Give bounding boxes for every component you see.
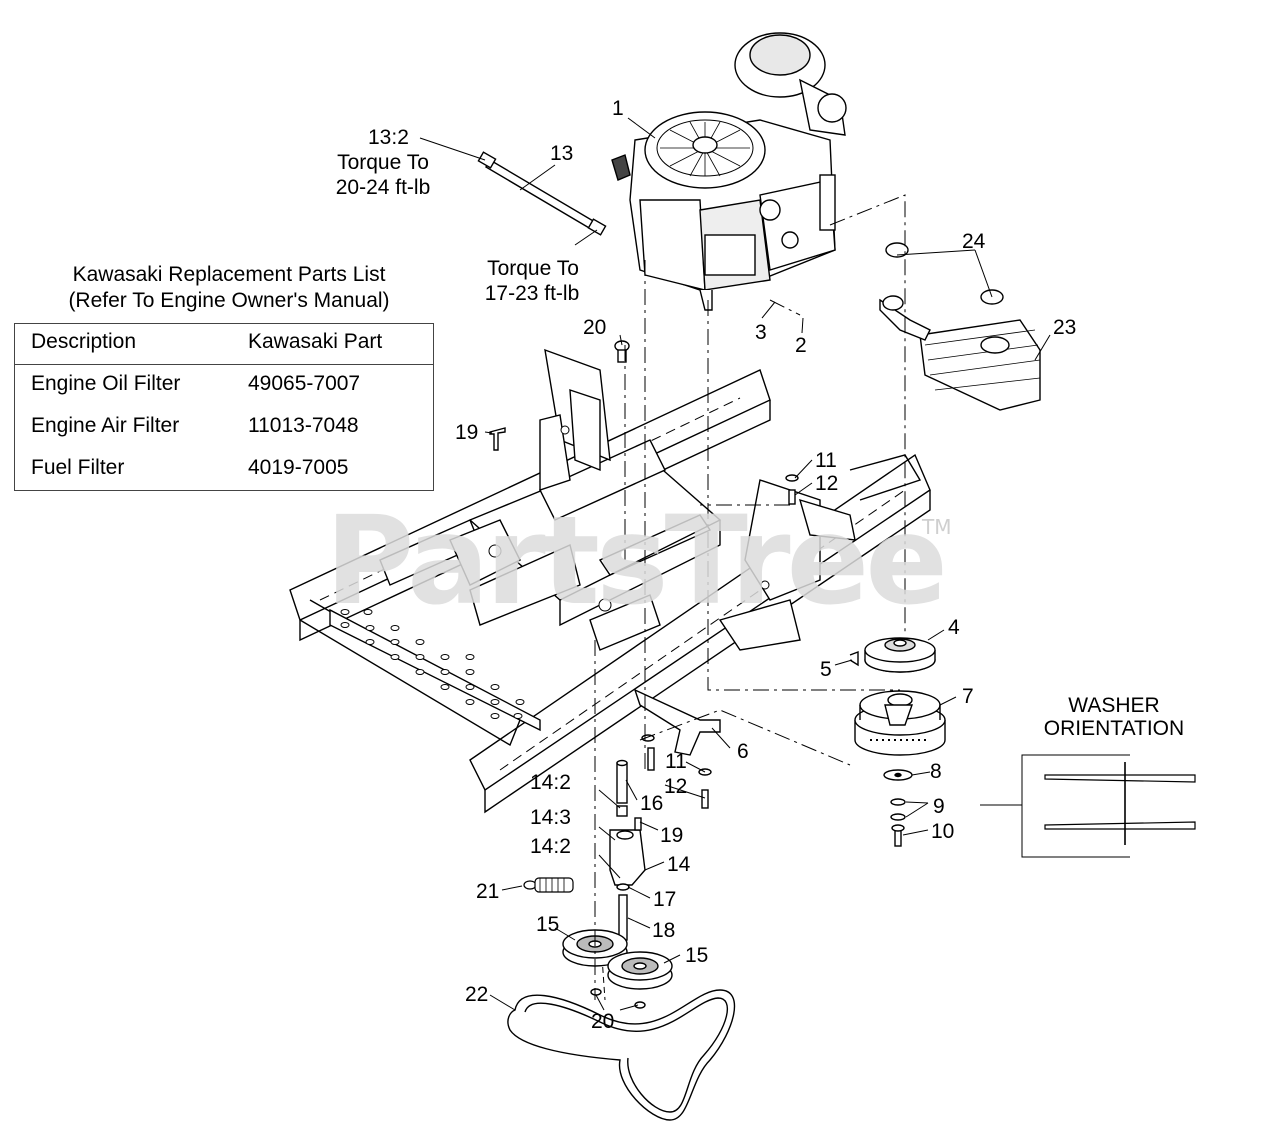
callout-18: 18 <box>652 919 676 942</box>
header-description: Description <box>31 330 137 353</box>
row-part-number: 4019-7005 <box>248 456 349 479</box>
callout-12: 12 <box>664 775 688 798</box>
callout-6: 6 <box>737 740 749 763</box>
washer-orientation-line2: ORIENTATION <box>1043 717 1185 740</box>
callout-10: 10 <box>931 820 955 843</box>
row-part-number: 49065-7007 <box>248 372 361 395</box>
callout-14-2: 14:2 <box>530 835 571 858</box>
callout-13: 13 <box>550 142 574 165</box>
callout-9: 9 <box>933 795 945 818</box>
callout-15: 15 <box>536 913 560 936</box>
muffler <box>879 242 1041 411</box>
callout-14: 14 <box>667 853 691 876</box>
washer-orientation-figure <box>1044 762 1196 845</box>
callout-13-2: 13:2 <box>368 126 409 149</box>
callout-20: 20 <box>591 1010 615 1033</box>
washer-orientation-line1: WASHER <box>1068 694 1160 717</box>
callout-22: 22 <box>465 983 489 1006</box>
idler-pulleys <box>562 929 673 1009</box>
callout-1: 1 <box>612 97 624 120</box>
fuel-line <box>477 151 607 236</box>
parts-list-title-line1: Kawasaki Replacement Parts List <box>72 263 386 286</box>
leader-lines <box>419 117 1130 1011</box>
callout-4: 4 <box>948 616 960 639</box>
torque-note-lower-line1: Torque To <box>487 257 579 280</box>
callout-3: 3 <box>755 321 767 344</box>
callout-21: 21 <box>476 880 500 903</box>
header-kawasaki-part: Kawasaki Part <box>248 330 383 353</box>
callout-16: 16 <box>640 792 664 815</box>
callout-24: 24 <box>962 230 986 253</box>
callout-14-3: 14:3 <box>530 806 571 829</box>
row-description: Engine Oil Filter <box>31 372 181 395</box>
alignment-lines <box>594 194 906 1000</box>
torque-note-upper-line2: 20-24 ft-lb <box>335 176 431 199</box>
watermark-trademark: TM <box>922 515 952 539</box>
callout-23: 23 <box>1053 316 1077 339</box>
callout-12: 12 <box>815 472 839 495</box>
callout-7: 7 <box>962 685 974 708</box>
callout-5: 5 <box>820 658 832 681</box>
callout-20: 20 <box>583 316 607 339</box>
header-divider <box>15 364 433 365</box>
torque-note-upper-line1: Torque To <box>337 151 429 174</box>
parts-list-title: Kawasaki Replacement Parts List (Refer T… <box>14 262 444 314</box>
callout-8: 8 <box>930 760 942 783</box>
watermark: PartsTree <box>325 490 948 632</box>
frame-holes <box>340 425 770 719</box>
torque-note-lower-line2: 17-23 ft-lb <box>484 282 580 305</box>
parts-list-table: Description Kawasaki Part Engine Oil Fil… <box>14 323 434 491</box>
parts-list-title-line2: (Refer To Engine Owner's Manual) <box>68 289 390 312</box>
callout-19: 19 <box>455 421 479 444</box>
spring <box>523 877 574 893</box>
clutch-assembly <box>849 637 946 847</box>
callout-17: 17 <box>653 888 677 911</box>
callout-11: 11 <box>665 750 687 773</box>
engine <box>611 32 847 311</box>
row-description: Engine Air Filter <box>31 414 180 437</box>
washer-orientation-label: WASHER ORIENTATION <box>1024 694 1204 740</box>
callout-15: 15 <box>685 944 709 967</box>
callout-11: 11 <box>815 449 837 472</box>
drive-belt <box>507 989 736 1121</box>
callout-19: 19 <box>660 824 684 847</box>
callout-2: 2 <box>795 334 807 357</box>
row-description: Fuel Filter <box>31 456 125 479</box>
row-part-number: 11013-7048 <box>248 414 359 437</box>
frame-chassis <box>289 348 931 814</box>
callout-14-2: 14:2 <box>530 771 571 794</box>
